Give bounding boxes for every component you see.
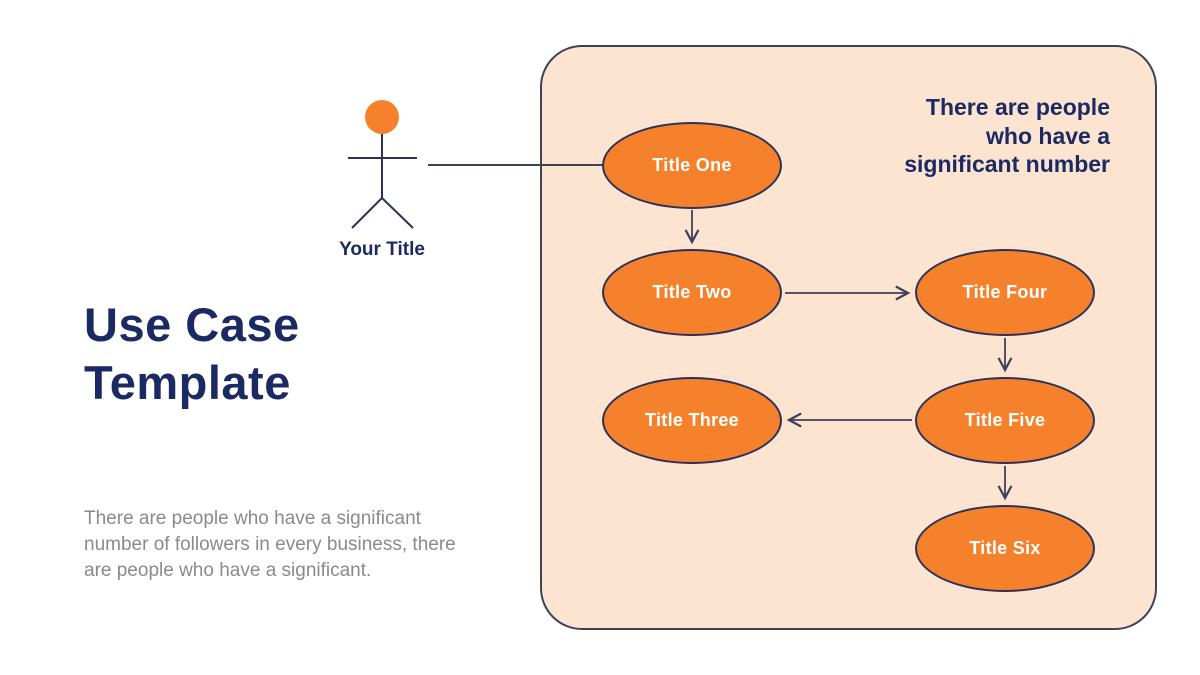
actor-stick-figure-icon (348, 100, 417, 229)
slide-description: There are people who have a significant … (84, 508, 456, 582)
node-label: Title Four (962, 282, 1048, 302)
node-label: Title Three (645, 410, 739, 430)
use-case-node-title-one: Title One (602, 122, 782, 209)
panel-heading-line-1: There are people (925, 94, 1110, 120)
node-label: Title Six (969, 538, 1041, 558)
use-case-node-title-four: Title Four (915, 249, 1095, 336)
use-case-node-title-two: Title Two (602, 249, 782, 336)
use-case-node-title-three: Title Three (602, 377, 782, 464)
panel-heading-line-3: significant number (904, 151, 1110, 178)
node-label: Title Five (964, 410, 1046, 430)
actor-head (365, 100, 399, 134)
node-label: Title Two (652, 282, 732, 302)
slide-title-line-1: Use Case (84, 298, 300, 351)
node-label: Title One (652, 155, 732, 175)
slide-title: Use Case Template (84, 296, 300, 413)
actor-label: Your Title (339, 239, 425, 260)
panel-heading-line-2: who have a (986, 122, 1110, 149)
panel-heading: There are people who have a significant … (790, 93, 1110, 179)
slide-title-line-2: Template (84, 356, 291, 410)
use-case-node-title-six: Title Six (915, 505, 1095, 592)
use-case-node-title-five: Title Five (915, 377, 1095, 464)
